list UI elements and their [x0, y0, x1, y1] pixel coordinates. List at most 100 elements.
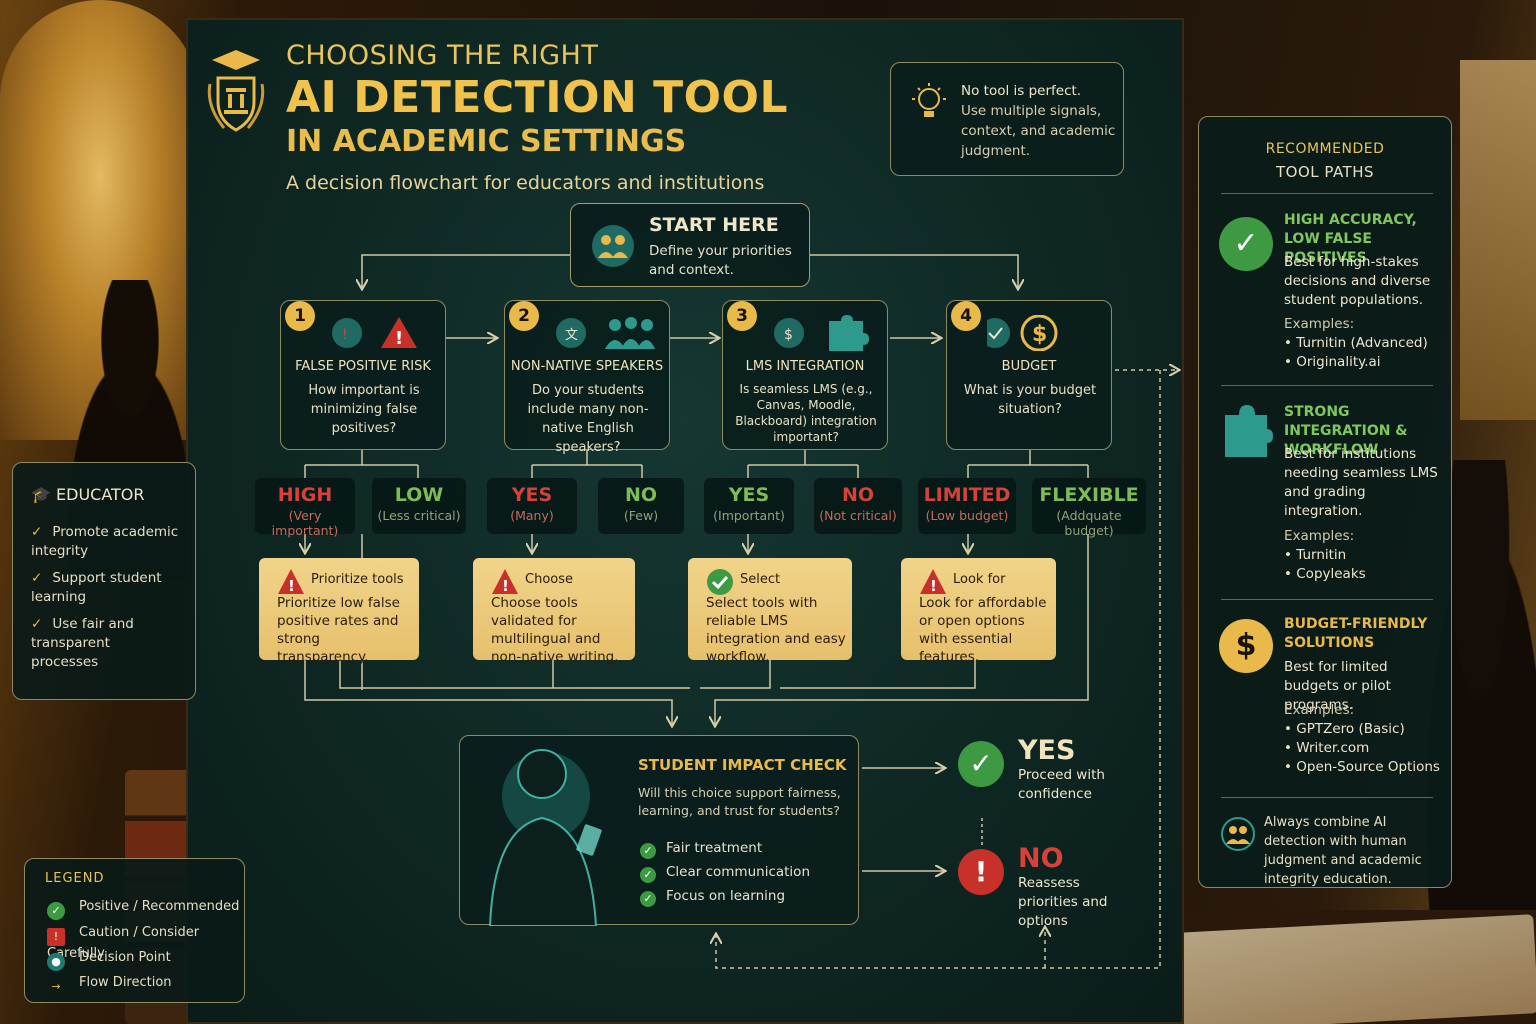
educator-item: ✓Use fair and transparent processes	[31, 616, 134, 670]
puzzle-icon	[1225, 405, 1273, 457]
svg-text:!: !	[288, 577, 295, 595]
svg-text:文: 文	[565, 328, 578, 343]
option-yes-important: YES(Important)	[704, 478, 794, 534]
step-number: 4	[951, 301, 981, 331]
start-title: START HERE	[649, 214, 779, 236]
check-icon: ✓	[640, 891, 656, 907]
panel-subheading: TOOL PATHS	[1275, 163, 1375, 181]
dollar-icon: $	[1219, 619, 1273, 673]
path-example: • Originality.ai	[1284, 354, 1381, 370]
path-title: HIGH ACCURACY, LOW FALSE POSITIVES	[1284, 212, 1417, 266]
warning-icon: ! !	[332, 317, 417, 349]
decision-box-false-positive: 1 ! ! FALSE POSITIVE RISK How important …	[280, 300, 446, 450]
question-text: Is seamless LMS (e.g., Canvas, Moodle, B…	[735, 382, 877, 444]
outcome-no: ! NO Reassess priorities and options	[958, 843, 1138, 929]
warning-icon: !	[920, 569, 946, 595]
decision-box-lms: 3 $ LMS INTEGRATION Is seamless LMS (e.g…	[722, 300, 888, 450]
option-high: HIGH(Very important)	[255, 478, 355, 538]
start-description: Define your priorities and context.	[649, 243, 792, 278]
recommendation-card-false-positive: ! Prioritize tools Prioritize low false …	[259, 558, 419, 665]
path-title: BUDGET-FRIENDLY SOLUTIONS	[1284, 616, 1428, 651]
step-number: 3	[727, 301, 757, 331]
svg-text:!: !	[502, 577, 509, 595]
option-yes-many: YES(Many)	[487, 478, 577, 534]
question-title: FALSE POSITIVE RISK	[295, 359, 431, 374]
svg-text:!: !	[930, 577, 937, 595]
legend-item: !Caution / Consider Carefully	[47, 925, 200, 961]
path-example: • GPTZero (Basic)	[1284, 721, 1405, 737]
path-example: • Copyleaks	[1284, 566, 1366, 582]
option-no-few: NO(Few)	[598, 478, 684, 534]
people-icon	[1221, 817, 1255, 851]
legend-item: →Flow Direction	[47, 975, 171, 996]
impact-check-item: ✓Fair treatment	[640, 840, 762, 859]
warning-icon: !	[47, 928, 65, 946]
decision-point-icon: ●	[47, 953, 65, 971]
check-icon	[707, 569, 733, 595]
title-line-2: AI DETECTION TOOL	[286, 72, 788, 123]
question-text: What is your budget situation?	[963, 383, 1097, 417]
recommended-tool-paths: RECOMMENDED TOOL PATHS ✓ HIGH ACCURACY, …	[1198, 116, 1452, 888]
educator-heading: 🎓 EDUCATOR	[31, 485, 145, 504]
divider	[1221, 385, 1433, 386]
path-body: Best for institutions needing seamless L…	[1284, 446, 1438, 519]
question-title: LMS INTEGRATION	[745, 359, 865, 374]
outcome-yes: ✓ YES Proceed with confidence	[958, 735, 1138, 815]
recommendation-card-lms: Select Select tools with reliable LMS in…	[688, 558, 852, 665]
check-icon: ✓	[47, 902, 65, 920]
svg-text:!: !	[342, 327, 348, 343]
svg-text:!: !	[395, 328, 403, 349]
tip-body: Use multiple signals, context, and acade…	[961, 103, 1116, 159]
check-icon: ✓	[31, 524, 43, 540]
option-low: LOW(Less critical)	[372, 478, 466, 534]
path-examples-label: Examples:	[1284, 702, 1355, 718]
step-number: 2	[509, 301, 539, 331]
path-example: • Turnitin	[1284, 547, 1347, 563]
path-body: Best for limited budgets or pilot progra…	[1284, 659, 1391, 713]
check-icon: ✓	[640, 843, 656, 859]
divider	[1221, 797, 1433, 798]
legend-item: ●Decision Point	[47, 950, 171, 971]
path-example: • Open-Source Options	[1284, 759, 1440, 775]
warning-icon: !	[958, 849, 1004, 895]
check-icon: ✓	[640, 867, 656, 883]
legend-item: ✓Positive / Recommended	[47, 899, 239, 920]
impact-check-item: ✓Clear communication	[640, 864, 810, 883]
warning-icon: !	[278, 569, 304, 595]
path-example: • Writer.com	[1284, 740, 1370, 756]
arrow-right-icon: →	[51, 980, 61, 993]
path-example: • Turnitin (Advanced)	[1284, 335, 1428, 351]
background-window-right	[1460, 60, 1536, 420]
student-icon	[488, 749, 602, 926]
question-text: Do your students include many non-native…	[527, 383, 649, 455]
puzzle-icon: $	[774, 315, 869, 351]
question-text: How important is minimizing false positi…	[308, 383, 420, 436]
panel-footer: Always combine AI detection with human j…	[1264, 815, 1422, 887]
path-examples-label: Examples:	[1284, 316, 1355, 332]
path-body: Best for high-stakes decisions and diver…	[1284, 254, 1431, 308]
dollar-icon: $	[980, 314, 1058, 352]
legend-title: LEGEND	[45, 871, 105, 886]
divider	[1221, 193, 1433, 194]
student-impact-check: STUDENT IMPACT CHECK Will this choice su…	[459, 735, 859, 926]
question-title: BUDGET	[1001, 359, 1057, 374]
tip-box: No tool is perfect. Use multiple signals…	[890, 62, 1124, 176]
educator-item: ✓Support student learning	[31, 570, 162, 605]
educator-item: ✓Promote academic integrity	[31, 524, 179, 559]
path-examples-label: Examples:	[1284, 528, 1355, 544]
option-flexible: FLEXIBLE(Addquate budget)	[1032, 478, 1146, 538]
svg-text:$: $	[1032, 322, 1047, 347]
question-title: NON-NATIVE SPEAKERS	[510, 359, 664, 374]
graduation-cap-icon	[207, 50, 265, 132]
option-limited: LIMITED(Low budget)	[918, 478, 1016, 534]
recommendation-card-non-native: ! Choose Choose tools validated for mult…	[473, 558, 635, 665]
subtitle: A decision flowchart for educators and i…	[286, 172, 765, 194]
recommendation-card-budget: ! Look for Look for affordable or open o…	[901, 558, 1056, 665]
decision-box-budget: 4 $ BUDGET What is your budget situation…	[946, 300, 1112, 450]
impact-check-item: ✓Focus on learning	[640, 888, 785, 907]
svg-text:$: $	[784, 327, 793, 343]
legend: LEGEND ✓Positive / Recommended !Caution …	[24, 858, 245, 1003]
start-box: START HERE Define your priorities and co…	[570, 203, 810, 287]
people-icon: 文	[556, 317, 655, 349]
